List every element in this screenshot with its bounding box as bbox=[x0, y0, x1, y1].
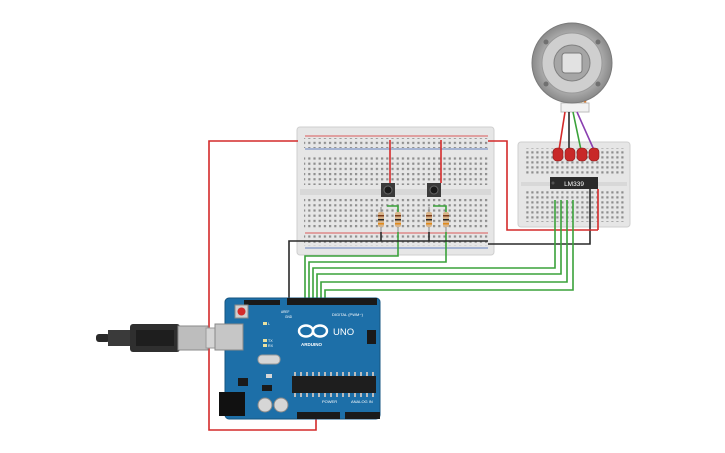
chip-label: LM339 bbox=[564, 181, 584, 188]
ground-wires bbox=[380, 232, 430, 241]
tx-label: TX bbox=[268, 339, 273, 343]
main-breadboard bbox=[296, 126, 495, 256]
motor-wires bbox=[558, 111, 595, 151]
brand-label: ARDUINO bbox=[301, 342, 322, 347]
small-board-jumpers bbox=[589, 189, 599, 240]
rx-label: RX bbox=[268, 344, 274, 348]
arduino-logo-icon bbox=[297, 324, 329, 338]
resistor-green-wires bbox=[304, 205, 447, 298]
analog-label: ANALOG IN bbox=[351, 399, 373, 404]
gnd-label: GND bbox=[285, 315, 293, 319]
l-label: L bbox=[268, 322, 270, 326]
model-label: UNO bbox=[333, 327, 354, 338]
led-icon bbox=[552, 147, 600, 162]
arduino-uno-board: UNO ARDUINO DIGITAL (PWM~) POWER ANALOG … bbox=[214, 297, 381, 420]
usb-cable-icon bbox=[96, 324, 233, 352]
aref-label: AREF bbox=[281, 310, 290, 314]
long-wires bbox=[208, 140, 598, 431]
motor-icon bbox=[531, 22, 613, 113]
button-power-wires bbox=[389, 140, 442, 183]
lm339-chip: LM339 bbox=[550, 177, 598, 189]
pushbutton-icon bbox=[381, 183, 441, 197]
power-label: POWER bbox=[322, 399, 337, 404]
digital-label: DIGITAL (PWM~) bbox=[332, 312, 364, 317]
